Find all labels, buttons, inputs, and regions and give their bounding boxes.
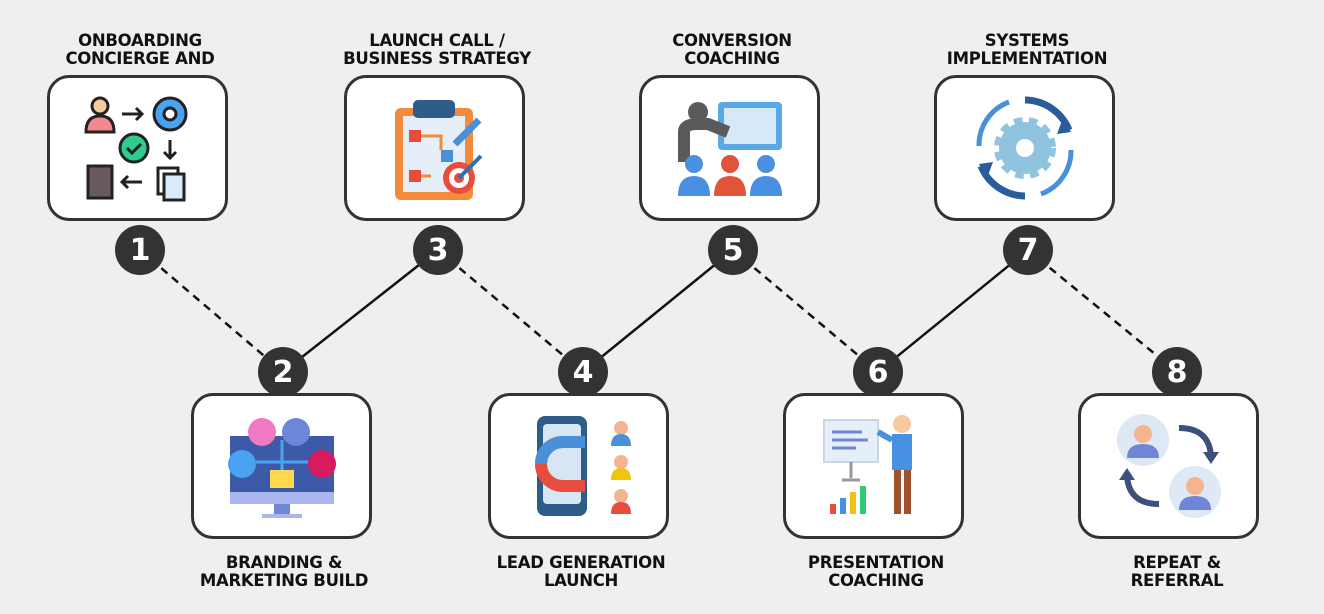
- referral-cycle-icon: [1116, 414, 1221, 518]
- step-4-card: [488, 393, 669, 539]
- step-3-title: LAUNCH CALL /BUSINESS STRATEGY: [343, 31, 531, 68]
- connector-3-4: [437, 249, 584, 373]
- onboarding-workflow-icon: [83, 96, 187, 202]
- connector-6-7: [877, 249, 1029, 373]
- strategy-clipboard-icon: [394, 100, 482, 200]
- step-8-title: REPEAT &REFERRAL: [1130, 553, 1224, 590]
- step-6-card: [783, 393, 964, 539]
- connector-4-5: [582, 249, 734, 373]
- step-5-number: 5: [708, 225, 758, 275]
- social-media-monitor-icon: [227, 418, 336, 518]
- step-2-number: 2: [258, 347, 308, 397]
- step-3-number: 3: [413, 225, 463, 275]
- step-3-card: [344, 75, 525, 221]
- gear-cycle-icon: [975, 96, 1074, 200]
- coaching-board-icon: [677, 102, 782, 196]
- connector-7-8: [1027, 249, 1178, 373]
- step-2-title: BRANDING &MARKETING BUILD: [199, 553, 369, 590]
- connector-2-3: [282, 249, 439, 373]
- step-6-number: 6: [853, 347, 903, 397]
- step-5-card: [639, 75, 820, 221]
- step-1-card: [47, 75, 228, 221]
- step-8-number: 8: [1152, 347, 1202, 397]
- presentation-chart-icon: [822, 415, 912, 514]
- step-7-number: 7: [1003, 225, 1053, 275]
- connector-5-6: [732, 249, 879, 373]
- step-8-card: [1078, 393, 1259, 539]
- lead-magnet-icon: [534, 416, 631, 516]
- connector-1-2: [139, 249, 284, 373]
- step-4-number: 4: [558, 347, 608, 397]
- step-1-number: 1: [115, 225, 165, 275]
- step-2-card: [191, 393, 372, 539]
- step-7-card: [934, 75, 1115, 221]
